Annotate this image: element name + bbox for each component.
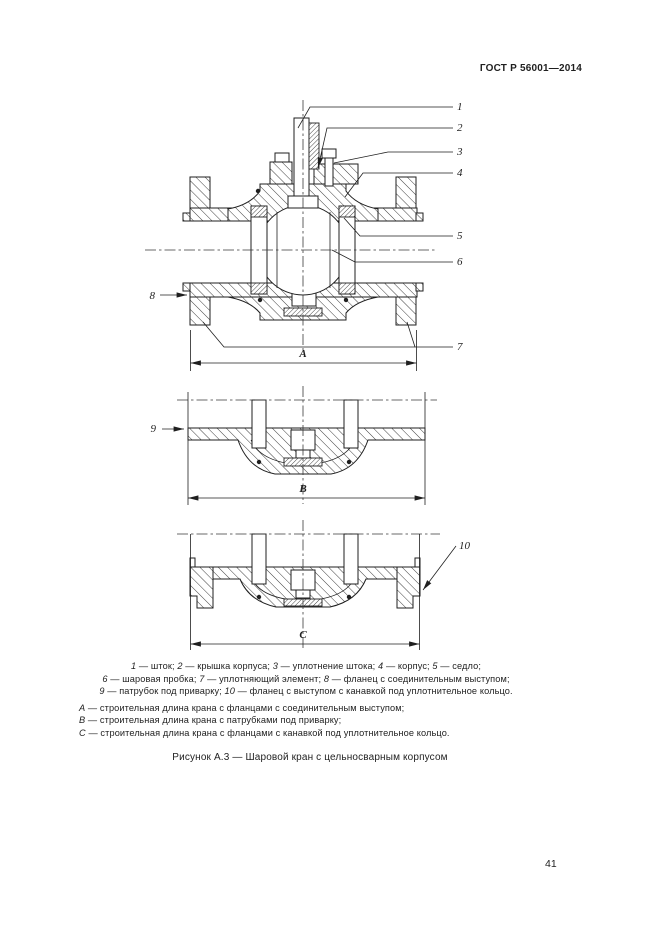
parts-legend: 1 — шток; 2 — крышка корпуса; 3 — уплотн… — [0, 660, 612, 698]
callout-7-leader — [202, 321, 453, 348]
callout-8-label: 8 — [150, 290, 156, 302]
stem-packing — [308, 122, 320, 170]
seal-dot — [255, 188, 261, 194]
callout-3-label: 3 — [456, 146, 463, 158]
seat-pocket-left — [251, 533, 267, 585]
view-3-groove-flange-section: 10 C — [177, 520, 471, 650]
callout-4-leader — [344, 172, 453, 198]
flange-left — [182, 176, 211, 326]
seat-pocket-left — [251, 399, 267, 449]
callout-3-leader — [333, 151, 453, 164]
seal-dot — [346, 594, 352, 600]
seat-pocket-right — [343, 533, 359, 585]
callout-10-leader — [422, 545, 457, 591]
dimension-B: B — [188, 483, 425, 501]
callout-1-leader — [297, 106, 453, 129]
cover-boss-left — [269, 161, 293, 185]
raised-face-right — [415, 212, 424, 222]
callout-4-label: 4 — [457, 167, 463, 179]
legend-line-3: 9 — патрубок под приварку; 10 — фланец с… — [99, 686, 513, 697]
figure-caption: Рисунок А.3 — Шаровой кран с цельносварн… — [172, 752, 448, 763]
note-B: B — строительная длина крана с патрубкам… — [79, 715, 342, 726]
raised-face-left — [182, 212, 191, 222]
groove-flange-right — [396, 566, 421, 609]
callout-2-label: 2 — [457, 122, 463, 134]
note-A: A — строительная длина крана с фланцами … — [79, 703, 405, 713]
dimension-A: A — [190, 330, 417, 371]
callouts-view-1: 1 2 3 4 5 6 7 8 — [150, 101, 464, 353]
ring-groove-left — [189, 557, 196, 568]
bolt-right-head — [321, 148, 337, 159]
callout-2-leader — [317, 127, 453, 169]
dim-B-label: B — [298, 483, 306, 495]
callout-10-label: 10 — [459, 540, 471, 552]
callout-7-label: 7 — [457, 341, 463, 353]
dimension-notes: A — строительная длина крана с фланцами … — [79, 702, 450, 739]
seat-pocket-right — [343, 399, 359, 449]
seal-dot — [346, 459, 352, 465]
document-header: ГОСТ Р 56001—2014 — [479, 63, 582, 74]
dim-A-label: A — [298, 348, 306, 360]
seal-dot — [256, 459, 262, 465]
stem-assembly — [269, 117, 359, 209]
page-number: 41 — [545, 858, 557, 870]
callout-6-leader — [331, 249, 453, 263]
bolt-left — [274, 152, 290, 163]
note-C: C — строительная длина крана с фланцами … — [79, 727, 450, 738]
seal-dot — [256, 594, 262, 600]
legend-line-2: 6 — шаровая пробка; 7 — уплотняющий элем… — [102, 673, 510, 684]
gland-flange — [313, 163, 359, 185]
view-2-weld-end-section: 9 B — [151, 386, 437, 505]
seal-dot — [257, 297, 263, 303]
groove-flange-left — [189, 566, 214, 609]
flange-right — [395, 176, 424, 326]
dim-C-label: C — [299, 629, 307, 641]
view-1-flanged-valve-section: 1 2 3 4 5 6 7 8 A — [145, 100, 463, 371]
seal-dot — [343, 297, 349, 303]
callout-9-label: 9 — [151, 423, 157, 435]
dimension-C: C — [190, 629, 420, 647]
stem — [293, 117, 310, 199]
callout-1-label: 1 — [457, 101, 463, 113]
callout-5-label: 5 — [457, 230, 463, 242]
legend-line-1: 1 — шток; 2 — крышка корпуса; 3 — уплотн… — [131, 661, 481, 671]
bolt-right-stud — [324, 157, 334, 187]
callout-5-leader — [343, 217, 453, 237]
ring-groove-right — [414, 557, 421, 568]
callout-6-label: 6 — [457, 256, 463, 268]
